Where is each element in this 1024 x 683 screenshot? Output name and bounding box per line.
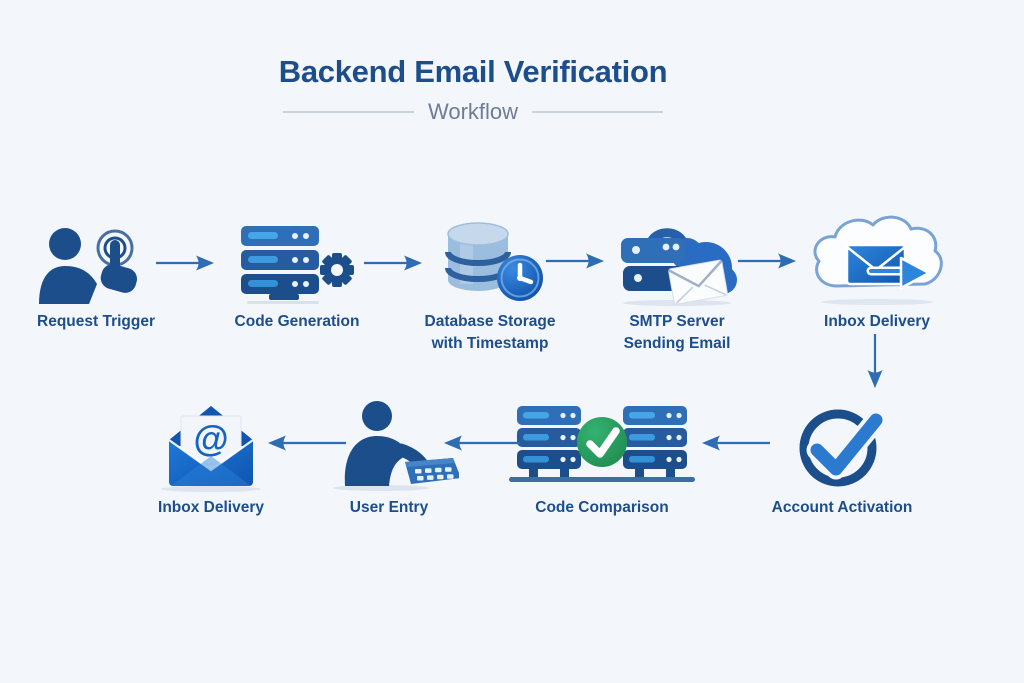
arrow-left-2 bbox=[444, 434, 520, 457]
flow-node-inbox-delivery-top: Inbox Delivery bbox=[787, 212, 967, 333]
node-label-line2: Sending Email bbox=[623, 335, 731, 352]
flow-node-smtp-server: SMTP Server Sending Email bbox=[587, 220, 767, 355]
arrow-right-3 bbox=[546, 252, 604, 275]
at-symbol-glyph: @ bbox=[193, 418, 228, 459]
subtitle-row: Workflow bbox=[283, 99, 663, 124]
arrow-down bbox=[866, 334, 884, 393]
flow-node-request-trigger: Request Trigger bbox=[6, 222, 186, 333]
divider-line-right bbox=[532, 111, 663, 113]
flow-node-code-generation: Code Generation bbox=[207, 222, 387, 333]
open-envelope-at-icon: @ bbox=[151, 398, 271, 492]
user-typing-icon bbox=[319, 398, 459, 492]
check-circle-icon bbox=[790, 398, 894, 492]
user-tap-icon bbox=[35, 222, 157, 306]
arrow-left-3 bbox=[268, 434, 346, 457]
page-subtitle: Workflow bbox=[427, 99, 519, 124]
divider-line-left bbox=[283, 111, 414, 113]
node-label: Inbox Delivery bbox=[158, 499, 264, 516]
database-clock-icon bbox=[432, 218, 548, 306]
node-label: User Entry bbox=[349, 499, 429, 516]
node-label: SMTP Server bbox=[629, 313, 725, 330]
flow-node-inbox-delivery-bottom: @ Inbox Delivery bbox=[121, 398, 301, 519]
server-compare-check-icon bbox=[507, 398, 697, 492]
node-label: Request Trigger bbox=[37, 313, 155, 330]
flow-node-account-activation: Account Activation bbox=[752, 398, 932, 519]
node-label: Code Comparison bbox=[535, 499, 669, 516]
server-cloud-mail-icon bbox=[611, 220, 743, 306]
page-title: Backend Email Verification bbox=[278, 54, 668, 89]
arrow-right-1 bbox=[156, 254, 214, 277]
arrow-left-1 bbox=[702, 434, 770, 457]
arrow-right-4 bbox=[738, 252, 796, 275]
flow-node-database-storage: Database Storage with Timestamp bbox=[400, 218, 580, 355]
node-label: Inbox Delivery bbox=[824, 313, 930, 330]
flow-node-user-entry: User Entry bbox=[299, 398, 479, 519]
node-label: Code Generation bbox=[234, 313, 360, 330]
node-label: Database Storage bbox=[424, 313, 556, 330]
node-label: Account Activation bbox=[771, 499, 913, 516]
node-label-line2: with Timestamp bbox=[431, 335, 549, 352]
arrow-right-2 bbox=[364, 254, 422, 277]
flow-node-code-comparison: Code Comparison bbox=[502, 398, 702, 519]
server-gear-icon bbox=[231, 222, 363, 306]
cloud-mail-arrow-icon bbox=[807, 212, 947, 306]
